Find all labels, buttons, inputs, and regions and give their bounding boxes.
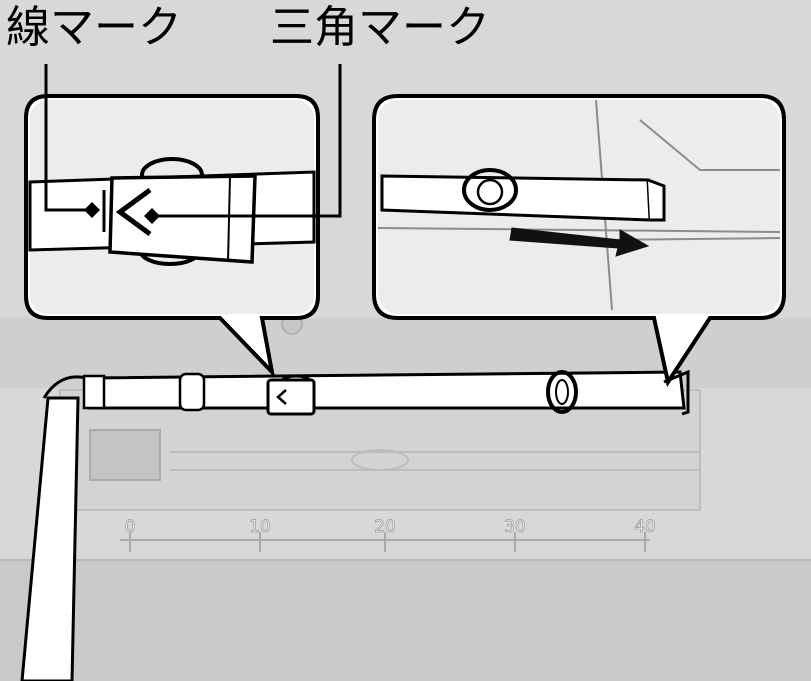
d-ring-buckle xyxy=(546,370,578,414)
belt-keeper-loop xyxy=(178,372,206,412)
line-mark-pointer xyxy=(84,202,100,218)
scale-tick-0: 0 xyxy=(125,517,136,537)
leader-lines xyxy=(44,58,342,218)
belt-buckle-with-triangle xyxy=(266,374,316,416)
scale-tick-10: 10 xyxy=(249,517,271,537)
zoom-d-ring xyxy=(462,168,518,212)
label-strip xyxy=(0,0,811,64)
line-mark-label: 線マーク xyxy=(6,2,182,53)
triangle-mark-label: 三角マーク xyxy=(270,2,490,53)
ruler-numbers: 0 10 20 30 40 xyxy=(124,517,656,538)
triangle-mark-pointer xyxy=(144,208,160,224)
zoom-buckle-tab xyxy=(108,174,257,264)
main-belt xyxy=(82,369,690,416)
scale-tick-40: 40 xyxy=(634,517,656,537)
callout-bubble-left xyxy=(24,94,320,379)
callout-bubble-right xyxy=(372,94,786,388)
ruler-scale xyxy=(120,532,650,552)
triangle-mark-icon xyxy=(115,187,152,237)
scale-tick-20: 20 xyxy=(374,517,396,537)
triangle-left-icon xyxy=(276,389,287,405)
scale-tick-30: 30 xyxy=(504,517,526,537)
hanging-belt xyxy=(20,375,87,681)
arrow-right-icon xyxy=(509,227,650,257)
